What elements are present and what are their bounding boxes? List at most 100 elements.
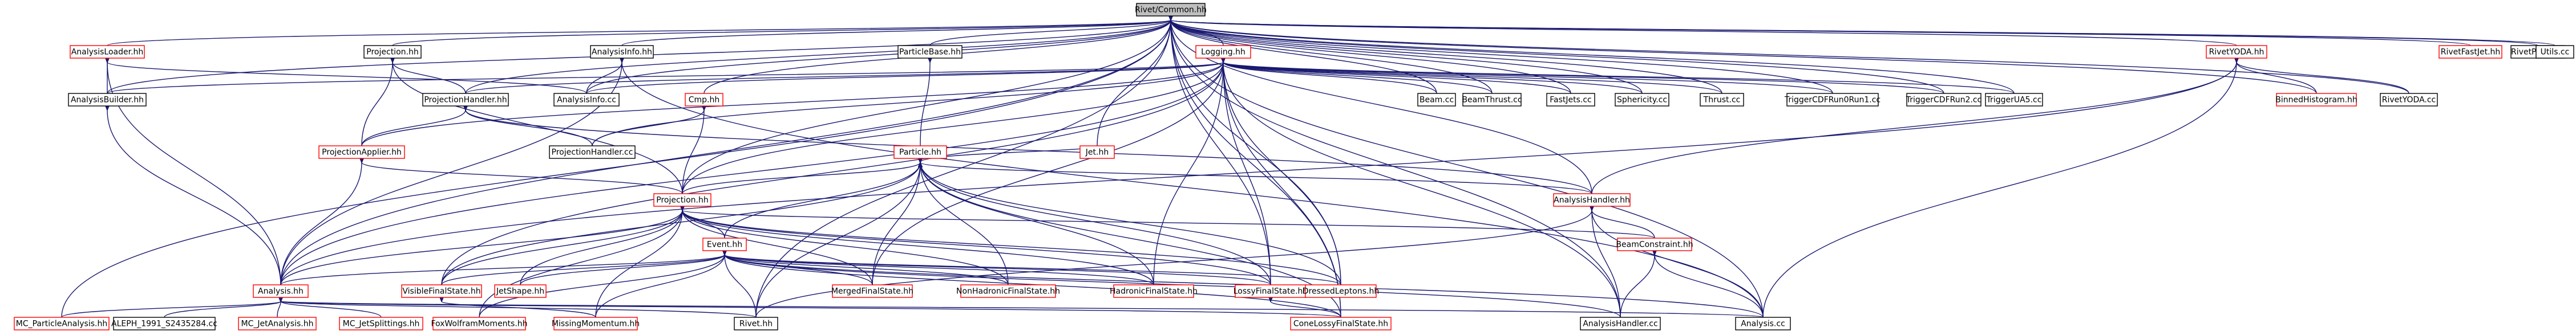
node-beamthrust[interactable]: BeamThrust.cc <box>1462 93 1522 107</box>
include-edge-event-nonhadronicfinalstate <box>725 255 1009 285</box>
node-visiblefinalstate[interactable]: VisibleFinalState.hh <box>401 284 482 298</box>
node-rivetyodacc[interactable]: RivetYODA.cc <box>2380 93 2438 107</box>
node-triggercdfrun0run1[interactable]: TriggerCDFRun0Run1.cc <box>1784 93 1881 107</box>
node-projection[interactable]: Projection.hh <box>363 45 422 59</box>
node-particlebase[interactable]: ParticleBase.hh <box>897 45 963 59</box>
include-edge-rivetcommon-triggercdfrun2 <box>1171 20 1944 94</box>
node-box <box>2206 45 2267 59</box>
include-edge-projectionhh-dressedleptons <box>682 210 1341 285</box>
node-box <box>549 145 636 159</box>
node-label: VisibleFinalState.hh <box>402 287 480 296</box>
node-event[interactable]: Event.hh <box>702 238 747 251</box>
node-label: Particle.hh <box>899 148 941 157</box>
node-binnedhistogram[interactable]: BinnedHistogram.hh <box>2275 93 2357 107</box>
include-edge-analysishandler-rivet <box>755 210 1592 318</box>
node-aleph[interactable]: ALEPH_1991_S2435284.cc <box>111 317 217 330</box>
include-edge-logging-projectionhandler <box>465 62 1223 94</box>
node-label: MC_ParticleAnalysis.hh <box>16 320 107 329</box>
node-label: Sphericity.cc <box>1617 96 1667 105</box>
node-dressedleptons[interactable]: DressedLeptons.hh <box>1303 284 1379 298</box>
include-edge-rivetcommon-jet <box>1097 20 1171 146</box>
node-projectionapplier[interactable]: ProjectionApplier.hh <box>318 145 405 159</box>
node-missingmomentum[interactable]: MissingMomentum.hh <box>552 317 640 330</box>
include-edge-rivetcommon-binnedhistogram <box>1171 20 2317 94</box>
node-triggercdfrun2[interactable]: TriggerCDFRun2.cc <box>1906 93 1982 107</box>
node-box <box>2276 93 2357 107</box>
node-box <box>653 193 711 207</box>
node-label: BeamConstraint.hh <box>1616 240 1693 250</box>
node-label: ProjectionHandler.cc <box>552 148 633 157</box>
node-utils[interactable]: Utils.cc <box>2535 45 2574 59</box>
node-label: Beam.cc <box>1420 96 1454 105</box>
node-mcjetanalysis[interactable]: MC_JetAnalysis.hh <box>238 317 317 330</box>
node-coneslossy[interactable]: ConeLossyFinalState.hh <box>1290 317 1392 330</box>
include-edge-rivetcommon-analysisloader <box>107 20 1171 46</box>
node-lossyfinalstate[interactable]: LossyFinalState.hh <box>1234 284 1308 298</box>
include-edge-event-jetshape <box>520 255 725 285</box>
node-triggerua5[interactable]: TriggerUA5.cc <box>1985 93 2043 107</box>
node-foxwolfram[interactable]: FoxWolframMoments.hh <box>431 317 528 330</box>
node-sphericity[interactable]: Sphericity.cc <box>1615 93 1669 107</box>
node-hadronicfinalstate[interactable]: HadronicFinalState.hh <box>1110 284 1198 298</box>
node-box <box>590 45 654 59</box>
include-edge-rivetcommon-particlebase <box>929 20 1171 46</box>
node-cmp[interactable]: Cmp.hh <box>685 93 723 107</box>
node-projectionhandlercc[interactable]: ProjectionHandler.cc <box>549 145 636 159</box>
node-label: ALEPH_1991_S2435284.cc <box>111 320 217 329</box>
node-fastjets[interactable]: FastJets.cc <box>1546 93 1595 107</box>
include-edge-analysishandler-analysiscc <box>1592 210 1764 318</box>
node-analysisloader[interactable]: AnalysisLoader.hh <box>70 45 145 59</box>
node-analysis[interactable]: Analysis.hh <box>253 284 309 298</box>
node-label: AnalysisHandler.hh <box>1554 196 1630 205</box>
node-projectionhh[interactable]: Projection.hh <box>653 193 711 207</box>
node-logging[interactable]: Logging.hh <box>1195 45 1251 59</box>
node-rivetcommon[interactable]: Rivet/Common.hh <box>1135 3 1207 17</box>
node-analysishandler[interactable]: AnalysisHandler.hh <box>1553 193 1631 207</box>
node-rivetyoda[interactable]: RivetYODA.hh <box>2206 45 2267 59</box>
include-edge-logging-analysisinfocc <box>586 62 1223 94</box>
node-nonhadronicfinalstate[interactable]: NonHadronicFinalState.hh <box>956 284 1060 298</box>
node-particle[interactable]: Particle.hh <box>893 145 947 159</box>
node-jet[interactable]: Jet.hh <box>1079 145 1115 159</box>
node-box <box>339 317 423 330</box>
include-edge-analysis-mcjetsplittings <box>281 301 382 318</box>
node-beam[interactable]: Beam.cc <box>1417 93 1456 107</box>
include-edge-rivetcommon-analysishandlercc <box>1171 20 1621 318</box>
include-edge-event-hadronicfinalstate <box>725 255 1154 285</box>
include-edge-particle-nonhadronicfinalstate <box>920 162 1009 285</box>
node-analysisinfo[interactable]: AnalysisInfo.hh <box>590 45 654 59</box>
node-rivet[interactable]: Rivet.hh <box>734 317 778 330</box>
node-box <box>422 93 509 107</box>
node-thrust[interactable]: Thrust.cc <box>1700 93 1744 107</box>
node-beamconstraint[interactable]: BeamConstraint.hh <box>1616 238 1693 251</box>
include-edge-logging-analysis <box>280 62 1223 285</box>
node-mergedfinalstate[interactable]: MergedFinalState.hh <box>831 284 913 298</box>
node-mcjetsplittings[interactable]: MC_JetSplittings.hh <box>339 317 423 330</box>
node-analysiscc[interactable]: Analysis.cc <box>1735 317 1791 330</box>
node-jetshape[interactable]: JetShape.hh <box>494 284 547 298</box>
node-mcparticleanalysis[interactable]: MC_ParticleAnalysis.hh <box>14 317 110 330</box>
include-edge-rivetcommon-rivetyodacc <box>1171 20 2409 94</box>
node-label: Logging.hh <box>1201 48 1245 57</box>
node-analysisbuilder[interactable]: AnalysisBuilder.hh <box>68 93 147 107</box>
node-rivetfastjet[interactable]: RivetFastJet.hh <box>2438 45 2502 59</box>
include-edge-particle-lossyfinalstate <box>920 162 1271 285</box>
include-edge-cmp-projectionhandlercc <box>592 110 704 146</box>
include-edge-logging-thrust <box>1223 62 1722 94</box>
include-edge-particle-event <box>724 162 920 239</box>
node-label: Projection.hh <box>656 196 708 205</box>
node-projectionhandler[interactable]: ProjectionHandler.hh <box>422 93 509 107</box>
include-edge-logging-mergedfinalstate <box>872 62 1223 285</box>
node-analysishandlercc[interactable]: AnalysisHandler.cc <box>1580 317 1661 330</box>
node-label: NonHadronicFinalState.hh <box>956 287 1060 296</box>
node-analysisinfocc[interactable]: AnalysisInfo.cc <box>553 93 620 107</box>
node-box <box>1546 93 1595 107</box>
include-edge-logging-sphericity <box>1223 62 1643 94</box>
include-edge-logging-beam <box>1223 62 1437 94</box>
node-label: Event.hh <box>707 240 742 250</box>
node-label: JetShape.hh <box>496 287 544 296</box>
node-label: RivetFastJet.hh <box>2441 48 2501 57</box>
include-edge-logging-beamthrust <box>1223 62 1493 94</box>
include-edge-projectionhandler-analysishandler <box>466 110 1592 194</box>
